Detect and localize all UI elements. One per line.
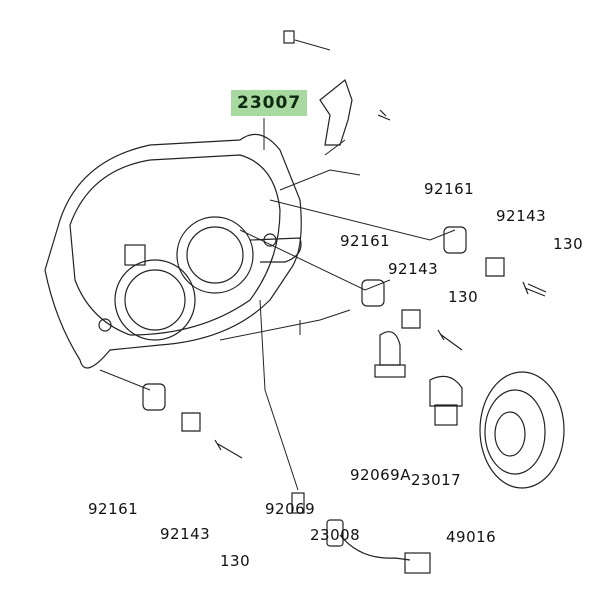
part-label-92143[interactable]: 92143 <box>388 260 439 278</box>
part-label-92069A[interactable]: 92069A <box>350 466 411 484</box>
bulbs <box>291 331 463 514</box>
part-label-23017[interactable]: 23017 <box>411 471 462 489</box>
part-label-49016[interactable]: 49016 <box>446 528 497 546</box>
part-label-92161[interactable]: 92161 <box>424 180 475 198</box>
leader-lines <box>99 39 456 491</box>
collars <box>181 257 505 432</box>
part-label-92161[interactable]: 92161 <box>88 500 139 518</box>
headlight-housing <box>44 133 302 369</box>
dust-cover <box>479 371 565 489</box>
part-label-92143[interactable]: 92143 <box>496 207 547 225</box>
part-label-130[interactable]: 130 <box>553 235 584 253</box>
grommets <box>142 226 467 411</box>
part-label-130[interactable]: 130 <box>220 552 251 570</box>
bracket <box>283 30 391 146</box>
part-label-92161[interactable]: 92161 <box>340 232 391 250</box>
part-label-92143[interactable]: 92143 <box>160 525 211 543</box>
bolts <box>214 281 547 459</box>
part-label-92069[interactable]: 92069 <box>265 500 316 518</box>
part-label-23007[interactable]: 23007 <box>231 90 308 116</box>
socket-harness <box>326 519 431 574</box>
part-label-130[interactable]: 130 <box>448 288 479 306</box>
part-label-23008[interactable]: 23008 <box>310 526 361 544</box>
